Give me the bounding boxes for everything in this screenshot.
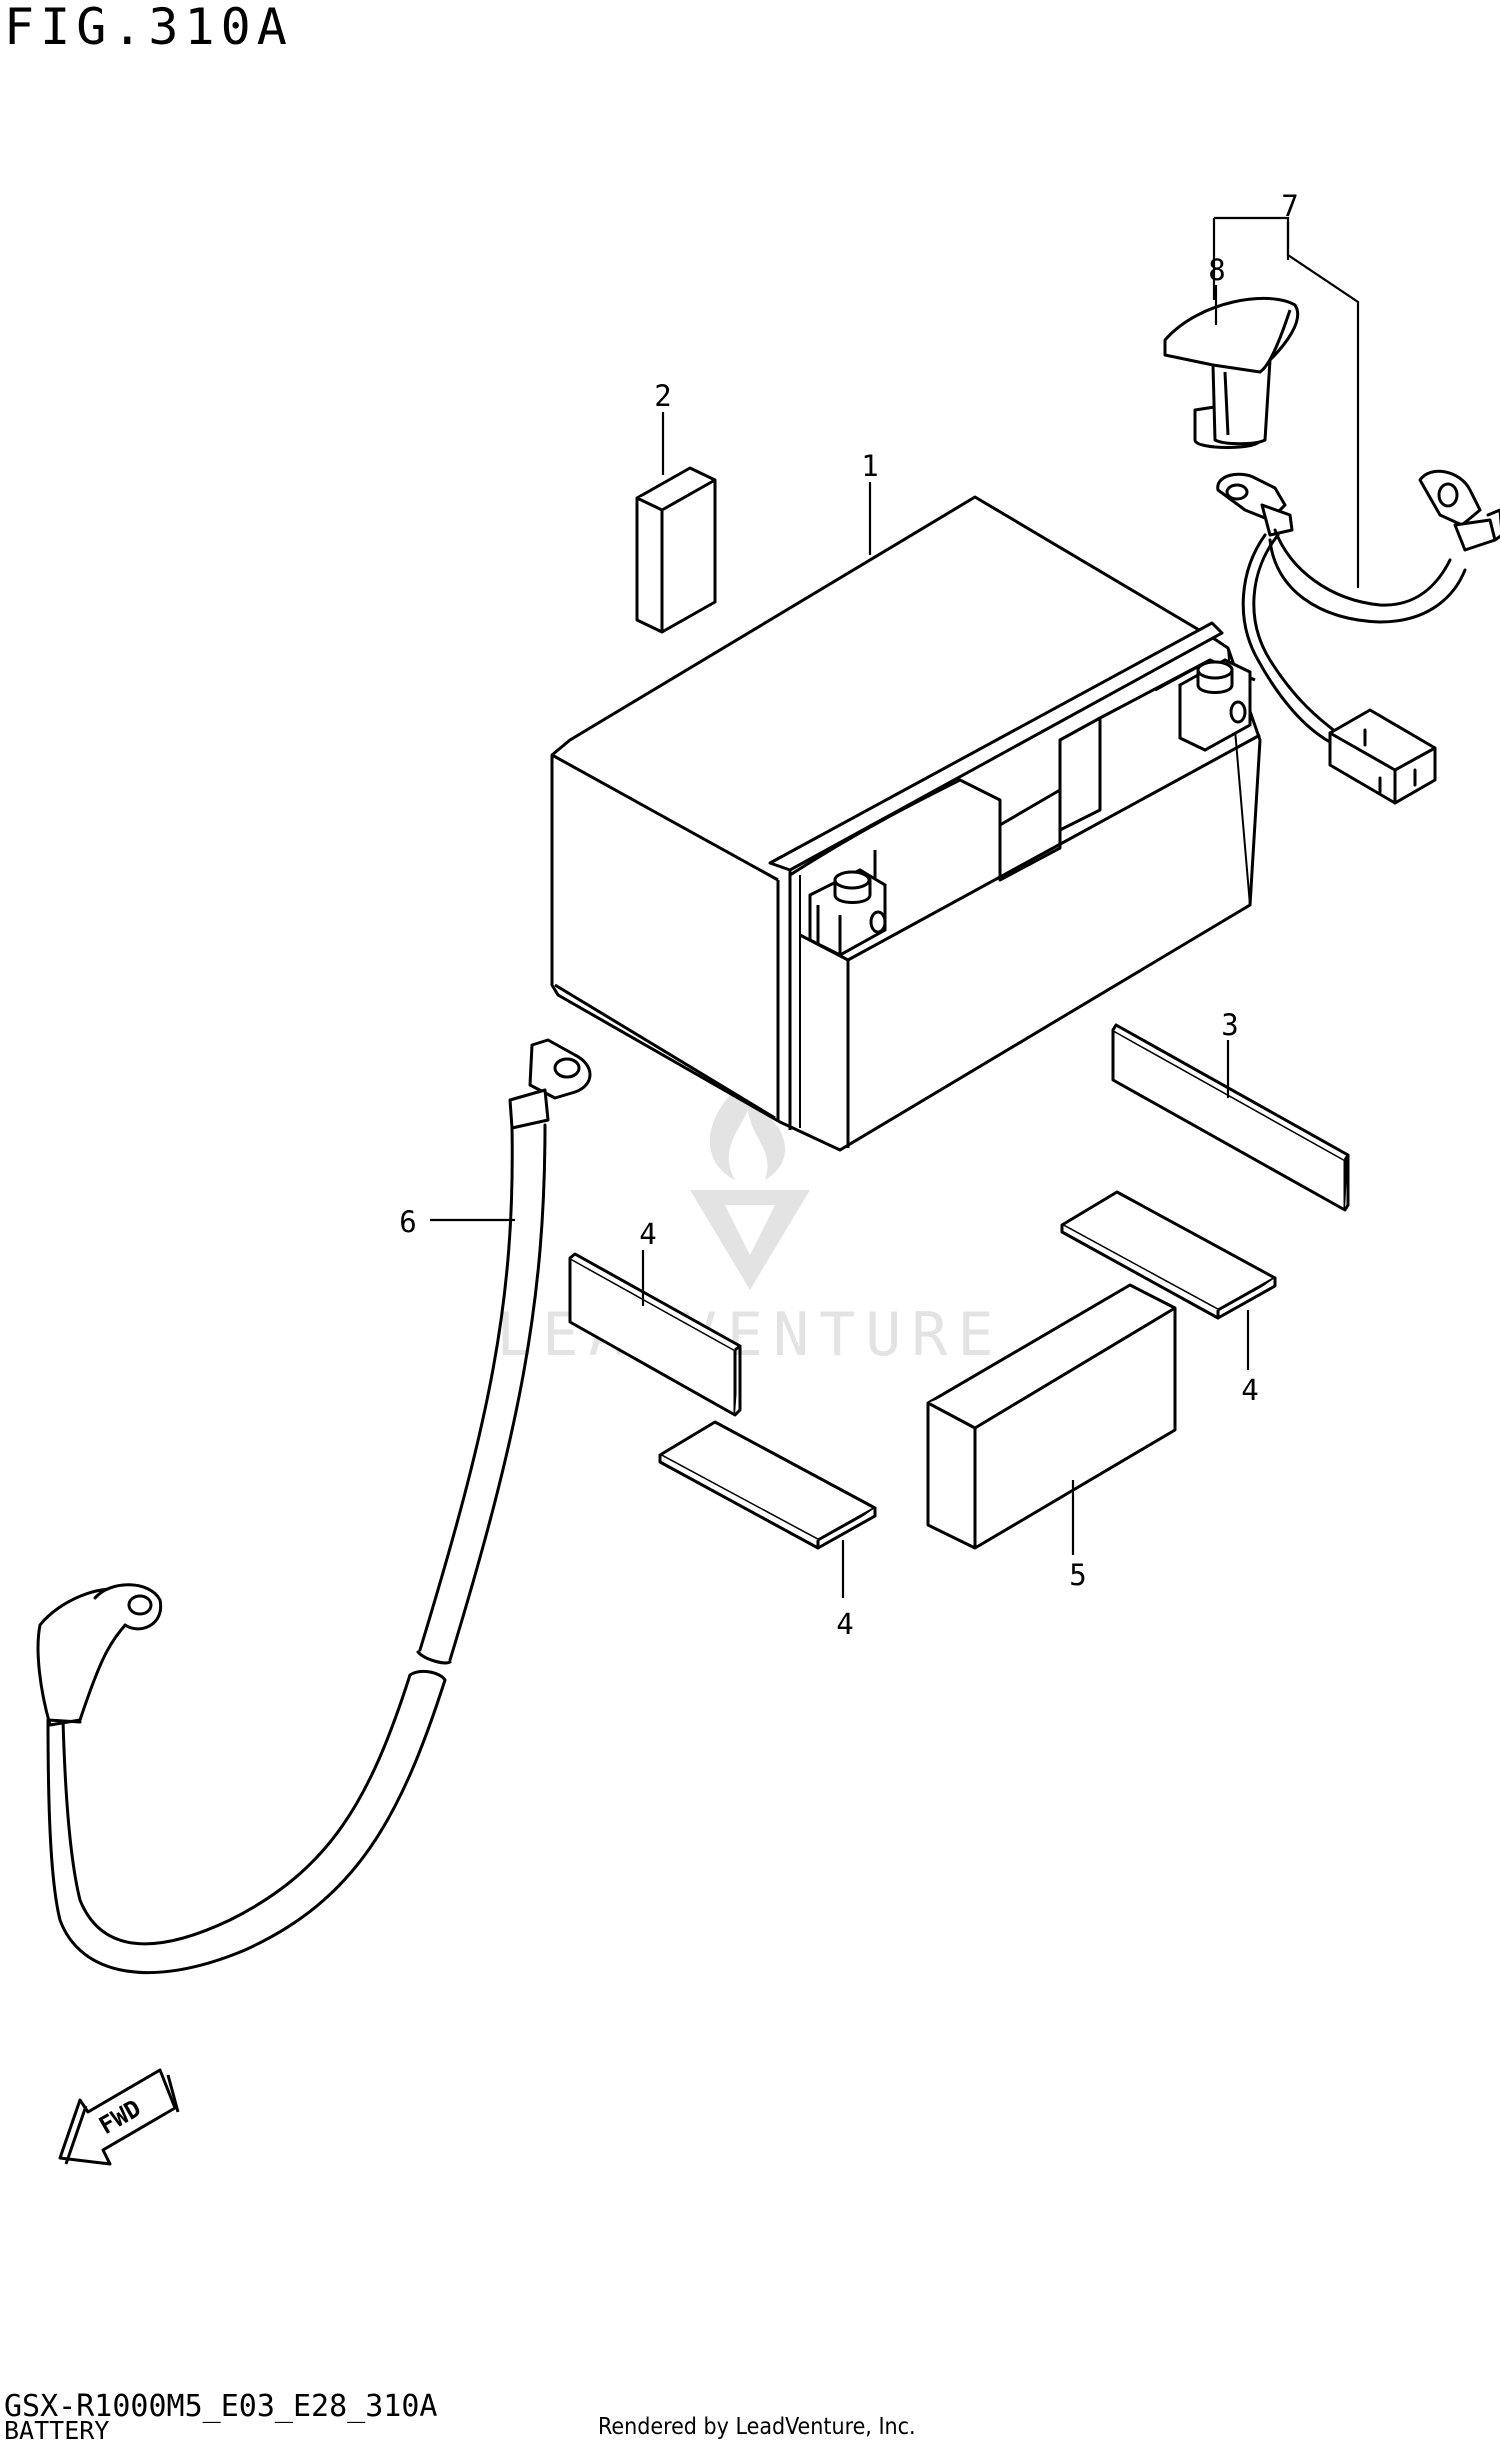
callout-8: 8 xyxy=(1208,253,1225,287)
section-name: BATTERY xyxy=(4,2416,110,2445)
watermark-logo xyxy=(690,1095,810,1290)
figure-title: FIG.310A xyxy=(4,0,293,56)
battery[interactable] xyxy=(550,495,1262,1152)
callout-labels: 1 2 3 4 4 4 5 6 7 8 xyxy=(399,189,1298,1641)
negative-lead-wire[interactable] xyxy=(36,1038,592,1975)
pad-block[interactable] xyxy=(926,1283,1177,1550)
callout-6: 6 xyxy=(399,1205,416,1239)
callout-3: 3 xyxy=(1221,1008,1238,1042)
pad-left-vertical[interactable] xyxy=(568,1252,742,1417)
callout-7: 7 xyxy=(1281,189,1298,223)
callout-4-right-flat: 4 xyxy=(1241,1373,1258,1407)
battery-terminal-negative xyxy=(808,868,887,957)
callout-4-left-flat: 4 xyxy=(836,1607,853,1641)
rendered-by-credit: Rendered by LeadVenture, Inc. xyxy=(598,2414,916,2440)
model-code: GSX-R1000M5_E03_E28_310A xyxy=(4,2389,438,2424)
callout-1: 1 xyxy=(861,449,878,483)
pad-left-flat[interactable] xyxy=(658,1420,877,1550)
leader-lines xyxy=(430,216,1360,1598)
pad-strip[interactable] xyxy=(1111,1023,1350,1212)
positive-lead-wire[interactable] xyxy=(1216,469,1500,805)
callout-5: 5 xyxy=(1069,1558,1086,1592)
pad-small[interactable] xyxy=(635,466,717,634)
fwd-arrow: FWD xyxy=(58,2068,180,2166)
callout-2: 2 xyxy=(654,379,671,413)
pad-right-flat[interactable] xyxy=(1060,1190,1277,1320)
terminal-cap[interactable] xyxy=(1163,296,1300,449)
callout-4-left-vertical: 4 xyxy=(639,1217,656,1251)
battery-terminal-positive xyxy=(1178,658,1252,752)
